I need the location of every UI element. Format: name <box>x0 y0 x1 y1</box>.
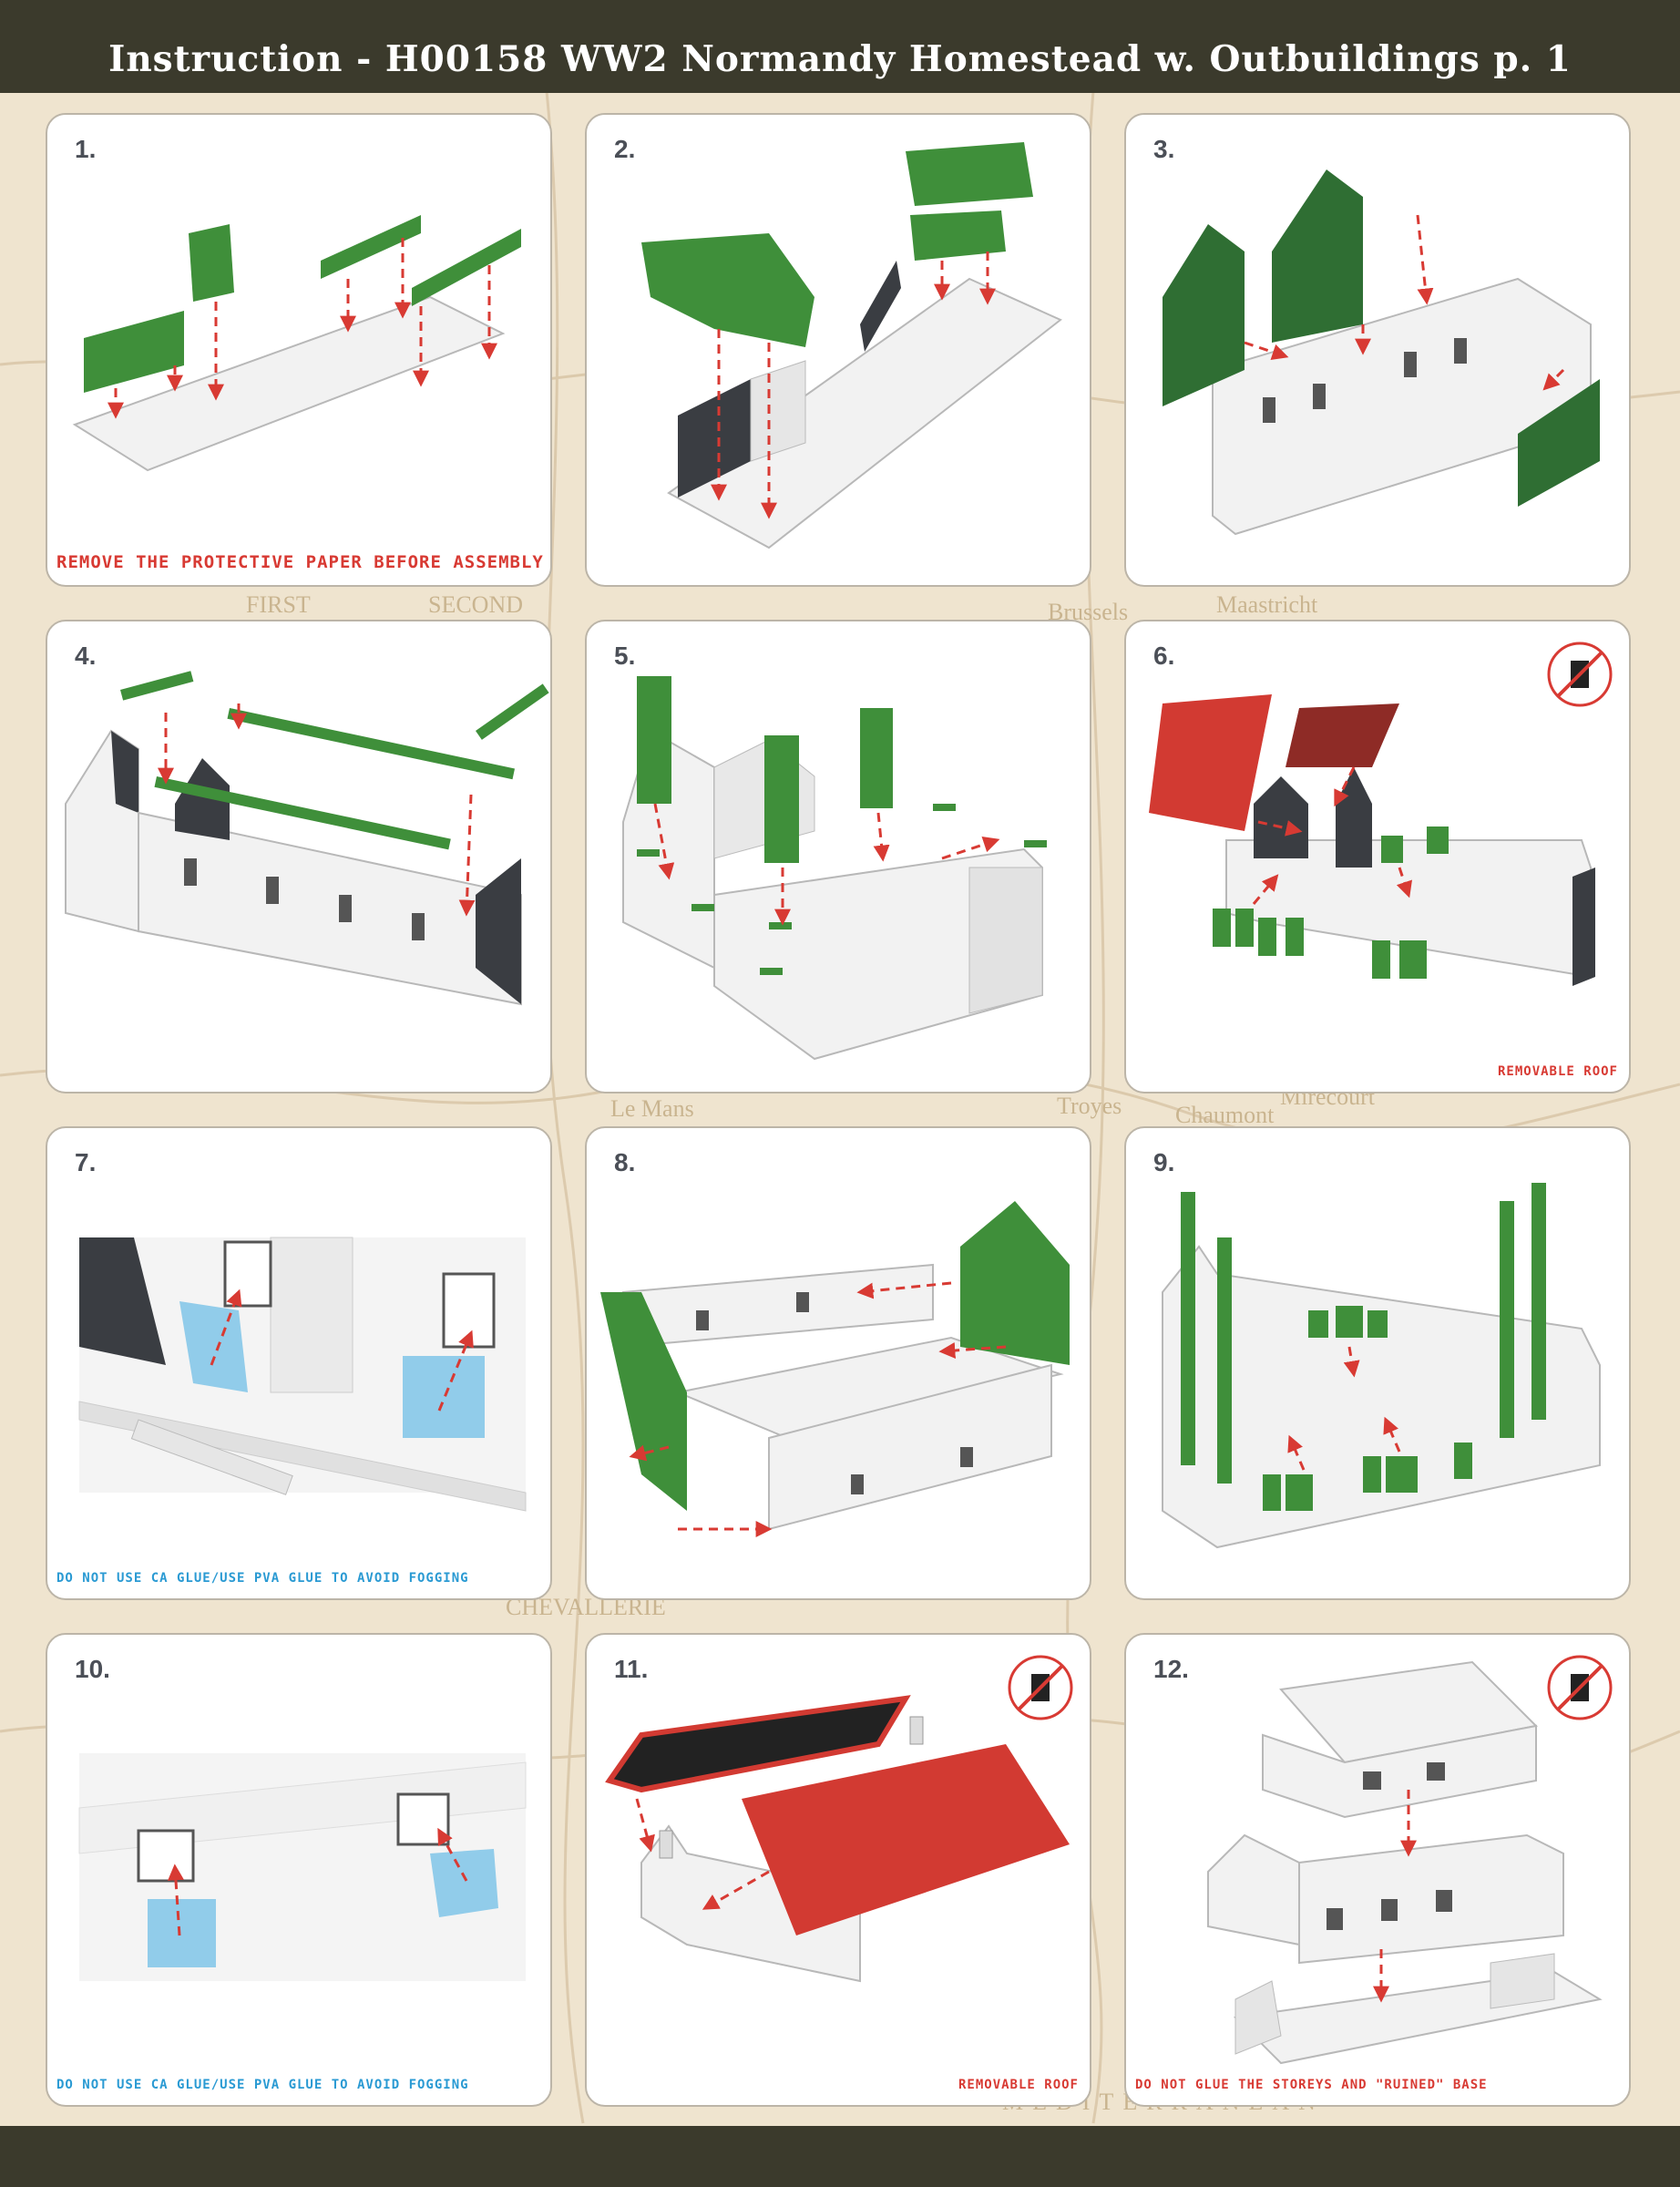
map-label-maastricht: Maastricht <box>1216 591 1318 618</box>
step-10-illustration <box>78 1753 527 1981</box>
step-8-illustration <box>600 1201 1070 1537</box>
step-number: 12. <box>1153 1655 1189 1683</box>
door-panel-green <box>764 735 799 863</box>
step-11-illustration <box>605 1695 1070 1983</box>
wall-part-green <box>321 215 421 279</box>
step-5-illustration <box>622 676 1047 1061</box>
wall-part-green <box>906 142 1033 206</box>
step-2-illustration <box>641 142 1062 549</box>
step-number: 7. <box>75 1148 97 1176</box>
step-number: 11. <box>614 1655 649 1683</box>
gable-wall-green <box>600 1292 687 1511</box>
step-number: 10. <box>75 1655 110 1683</box>
beam-green <box>120 671 194 701</box>
window-glass-blue <box>403 1356 485 1438</box>
step-note: DO NOT GLUE THE STOREYS AND "RUINED" BAS… <box>1135 2078 1488 2092</box>
footer-bar <box>0 2126 1680 2187</box>
step-10-panel: 10. DO NOT USE CA GLUE/USE PVA GLUE TO A… <box>46 1633 552 2107</box>
wall-part-green <box>412 229 521 306</box>
step-7-panel: 7. DO NOT USE CA GLUE/USE PVA GLUE TO AV… <box>46 1126 552 1600</box>
gable-wall-green <box>960 1201 1070 1365</box>
step-8-panel: 8. <box>585 1126 1091 1600</box>
corner-post-green <box>1500 1201 1514 1438</box>
step-number: 1. <box>75 135 97 163</box>
step-11-panel: 11. REMOVABLE ROOF <box>585 1633 1091 2107</box>
step-3-panel: 3. <box>1124 113 1631 587</box>
window-glass-blue <box>179 1301 248 1392</box>
front-wall <box>768 1363 1052 1531</box>
step-number: 6. <box>1153 642 1175 670</box>
do-not-glue-stamp <box>1008 1655 1073 1720</box>
step-7-illustration <box>78 1237 527 1512</box>
roof-panel-red <box>1149 694 1272 831</box>
step-number: 9. <box>1153 1148 1175 1176</box>
map-label-chaumont: Chaumont <box>1175 1102 1275 1128</box>
ground-storey <box>1298 1833 1564 1965</box>
window-glass-blue <box>148 1899 216 1967</box>
house-body <box>1162 1245 1601 1549</box>
wall-part-green <box>84 311 184 393</box>
front-wall <box>138 811 522 1006</box>
corner-post-green <box>1531 1183 1546 1420</box>
upper-storey <box>1262 1724 1537 1819</box>
step-note: DO NOT USE CA GLUE/USE PVA GLUE TO AVOID… <box>56 1571 469 1586</box>
page-title: Instruction - H00158 WW2 Normandy Homest… <box>108 38 1572 80</box>
step-9-panel: 9. <box>1124 1126 1631 1600</box>
base-plate <box>667 277 1062 549</box>
step-12-panel: 12. DO NOT GLUE THE STOREYS AND "RUINED"… <box>1124 1633 1631 2107</box>
door-panel-green <box>637 676 671 804</box>
end-wall-green <box>1518 379 1600 507</box>
step-3-illustration <box>1163 169 1600 536</box>
step-6-illustration <box>1149 694 1595 986</box>
step-number: 3. <box>1153 135 1175 163</box>
map-label-le-mans: Le Mans <box>610 1095 694 1122</box>
floor-plate <box>674 1336 1064 1440</box>
step-4-illustration <box>65 671 549 1006</box>
header-bar: Instruction - H00158 WW2 Normandy Homest… <box>0 0 1680 93</box>
step-12-illustration <box>1207 1660 1603 2065</box>
map-label-first: FIRST <box>246 591 311 618</box>
step-note: DO NOT USE CA GLUE/USE PVA GLUE TO AVOID… <box>56 2078 469 2092</box>
step-note: REMOVABLE ROOF <box>1497 1064 1618 1079</box>
wall-part-green <box>641 233 814 347</box>
step-number: 8. <box>614 1148 636 1176</box>
wall-part-green <box>189 224 234 302</box>
step-5-panel: 5. <box>585 620 1091 1094</box>
back-wall <box>622 1263 934 1349</box>
beam-green <box>227 708 516 780</box>
step-6-panel: 6. REMOVABLE ROOF <box>1124 620 1631 1094</box>
roof-panel-red <box>742 1744 1070 1935</box>
beam-green <box>154 776 451 850</box>
roof-panel-dark-red <box>1286 703 1399 767</box>
step-number: 4. <box>75 642 97 670</box>
window-glass-blue <box>430 1849 498 1917</box>
step-note: REMOVE THE PROTECTIVE PAPER BEFORE ASSEM… <box>56 552 544 572</box>
map-label-troyes: Troyes <box>1057 1093 1122 1119</box>
door-panel-green <box>860 708 893 808</box>
step-note: REMOVABLE ROOF <box>958 2078 1079 2092</box>
wall-part-green <box>910 210 1006 261</box>
roof-underside <box>605 1695 911 1793</box>
corner-post-green <box>1217 1237 1232 1484</box>
step-9-illustration <box>1162 1183 1601 1549</box>
ruined-wall-dark <box>678 379 751 498</box>
step-number: 5. <box>614 642 636 670</box>
map-label-second: SECOND <box>428 591 523 618</box>
do-not-glue-stamp <box>1547 642 1613 707</box>
corner-post-green <box>1181 1192 1195 1465</box>
step-1-illustration <box>72 215 521 472</box>
step-4-panel: 4. <box>46 620 552 1094</box>
base-plate <box>72 295 506 472</box>
gable-wall-green <box>1163 224 1245 406</box>
step-1-panel: 1. REMOVE THE PROTECTIVE PAPER BEFORE AS… <box>46 113 552 587</box>
gable-wall-green <box>1272 169 1363 343</box>
step-2-panel: 2. <box>585 113 1091 587</box>
beam-green <box>476 683 549 740</box>
do-not-glue-stamp <box>1547 1655 1613 1720</box>
step-number: 2. <box>614 135 636 163</box>
